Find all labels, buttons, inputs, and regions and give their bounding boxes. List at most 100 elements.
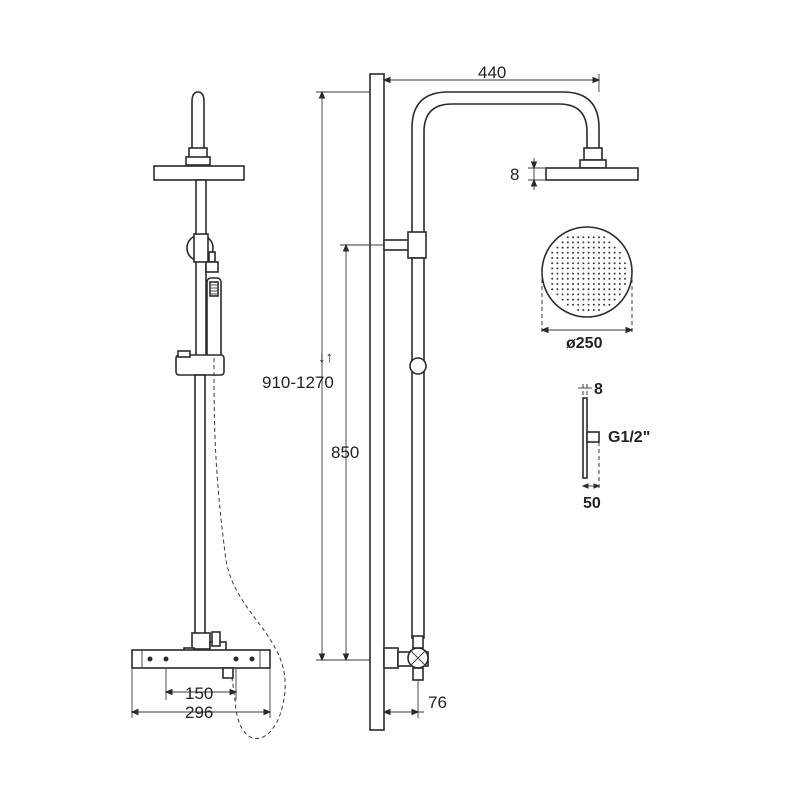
- nozzle-dot: [577, 246, 580, 249]
- nozzle-dot: [582, 309, 585, 311]
- nozzle-dot: [608, 267, 611, 270]
- nozzle-dot: [613, 283, 616, 285]
- nozzle-dot: [587, 262, 590, 265]
- nozzle-dot: [603, 283, 606, 285]
- nozzle-dot: [624, 277, 626, 280]
- nozzle-dot: [603, 251, 606, 254]
- nozzle-dot: [592, 303, 595, 306]
- nozzle-dot: [603, 277, 606, 280]
- head-plan-view: ø250: [540, 226, 634, 352]
- front-view: 150 296: [130, 91, 286, 739]
- nozzle-dot: [587, 283, 590, 285]
- nozzle-dot: [566, 241, 569, 244]
- front-slide-knob: [177, 350, 191, 358]
- nozzle-dot: [608, 246, 611, 249]
- nozzle-dot: [592, 236, 595, 239]
- nozzle-dot: [608, 283, 611, 285]
- nozzle-dot: [608, 277, 611, 280]
- nozzle-dot: [598, 272, 600, 275]
- nozzle-dot: [598, 262, 600, 265]
- nozzle-dot: [582, 257, 585, 259]
- nozzle-dot: [624, 262, 626, 265]
- head-diameter-label: ø250: [566, 335, 603, 352]
- nozzle-dot: [624, 283, 626, 285]
- nozzle-dot: [598, 267, 600, 270]
- nozzle-dot: [587, 241, 590, 244]
- nozzle-dot: [598, 303, 600, 306]
- nozzle-dot: [582, 303, 585, 306]
- side-shower-head: [545, 167, 639, 181]
- nozzle-dot: [551, 257, 554, 259]
- bar-height-label: 850: [331, 443, 359, 462]
- nozzle-dot: [577, 309, 580, 311]
- nozzle-dot: [577, 298, 580, 301]
- nozzle-dot: [618, 277, 621, 280]
- nozzle-dot: [551, 262, 554, 265]
- nozzle-dot: [572, 257, 574, 259]
- side-riser-pipe: [411, 257, 425, 639]
- side-valve-bottom: [412, 667, 424, 681]
- side-slide-knob: [409, 357, 427, 375]
- nozzle-dot: [572, 236, 574, 239]
- side-head-collar: [579, 159, 607, 169]
- arm-reach-label: 440: [478, 63, 506, 82]
- nozzle-dot: [577, 267, 580, 270]
- nozzle-dot: [572, 251, 574, 254]
- nozzle-dot: [592, 309, 595, 311]
- nozzle-dot: [613, 246, 616, 249]
- nozzle-dot: [582, 241, 585, 244]
- nozzle-dot: [618, 272, 621, 275]
- nozzle-dot: [556, 257, 559, 259]
- nozzle-dot: [592, 288, 595, 291]
- nozzle-dot: [598, 257, 600, 259]
- front-shower-head: [153, 165, 245, 181]
- nozzle-dot: [598, 241, 600, 244]
- head-plan-outline: [541, 226, 633, 318]
- nozzle-dot: [566, 277, 569, 280]
- nozzle-dot: [556, 251, 559, 254]
- nozzle-dot: [561, 267, 564, 270]
- nozzle-dot: [566, 251, 569, 254]
- nozzle-dot: [551, 277, 554, 280]
- front-diverter-lever: [211, 631, 221, 647]
- nozzle-dot: [556, 246, 559, 249]
- nozzle-dot: [577, 251, 580, 254]
- nozzle-dot: [566, 267, 569, 270]
- nozzle-dot: [582, 288, 585, 291]
- side-valve-top: [412, 635, 424, 649]
- nozzle-dot: [587, 293, 590, 296]
- nozzle-dot: [598, 283, 600, 285]
- height-adjust-symbol: ↓↑: [318, 349, 333, 366]
- side-valve-wall-plate: [383, 647, 399, 669]
- side-wall: [369, 73, 385, 731]
- nozzle-dot: [598, 277, 600, 280]
- nozzle-dot: [618, 283, 621, 285]
- nozzle-dot: [587, 303, 590, 306]
- front-gooseneck: [191, 91, 205, 150]
- nozzle-dot: [587, 272, 590, 275]
- nozzle-dot: [603, 262, 606, 265]
- nozzle-dot: [618, 251, 621, 254]
- nozzle-dot: [556, 267, 559, 270]
- nozzle-dot: [603, 257, 606, 259]
- nozzle-dot: [577, 262, 580, 265]
- nozzle-dot: [603, 298, 606, 301]
- nozzle-dot: [561, 277, 564, 280]
- wall-offset-label: 76: [428, 693, 447, 712]
- side-view: 440 8 ↓↑ 910-1270 850 76: [262, 63, 639, 731]
- front-slide-bar: [194, 374, 206, 648]
- nozzle-dot: [551, 288, 554, 291]
- nozzle-dot: [613, 288, 616, 291]
- nozzle-dot: [566, 288, 569, 291]
- nozzle-dot: [618, 257, 621, 259]
- nozzle-dot: [587, 246, 590, 249]
- nozzle-dot: [587, 251, 590, 254]
- nozzle-dot: [598, 251, 600, 254]
- nozzle-dot: [592, 246, 595, 249]
- nozzle-dot: [587, 298, 590, 301]
- nozzle-dot: [582, 267, 585, 270]
- nozzle-dot: [572, 277, 574, 280]
- nozzle-dot: [561, 241, 564, 244]
- nozzle-dot: [566, 246, 569, 249]
